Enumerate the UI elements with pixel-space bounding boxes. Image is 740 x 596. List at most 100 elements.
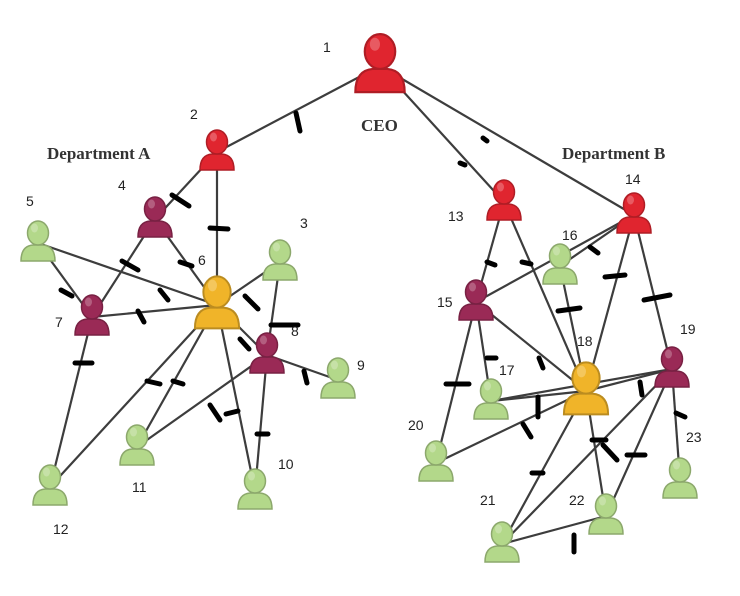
edge-cut-mark-37 — [673, 410, 688, 420]
person-highlight — [273, 242, 280, 252]
node-number-17: 17 — [499, 362, 515, 378]
edge-cut-mark-3 — [207, 225, 231, 232]
node-number-11: 11 — [132, 479, 147, 495]
edge-19-21 — [501, 368, 673, 545]
person-head-icon — [202, 275, 232, 309]
edge-cut-mark-21 — [484, 259, 498, 268]
edge-cut-mark-8 — [157, 287, 171, 303]
person-highlight — [260, 335, 267, 345]
edge-cut-mark-25 — [641, 292, 673, 303]
person-node-22[interactable] — [588, 493, 624, 535]
node-number-9: 9 — [357, 357, 365, 373]
person-highlight — [248, 471, 255, 481]
person-highlight — [130, 427, 137, 437]
person-highlight — [627, 195, 634, 205]
person-node-12[interactable] — [32, 464, 68, 506]
person-head-icon — [548, 243, 572, 269]
person-body-icon — [473, 402, 509, 420]
edge-cut-mark-20 — [480, 135, 490, 144]
person-node-10[interactable] — [237, 468, 273, 510]
person-node-5[interactable] — [20, 220, 56, 262]
person-head-icon — [125, 424, 149, 450]
person-node-19[interactable] — [654, 346, 690, 388]
person-body-icon — [199, 153, 235, 171]
node-number-18: 18 — [577, 333, 593, 349]
person-body-icon — [320, 381, 356, 399]
person-node-13[interactable] — [486, 179, 522, 221]
person-head-icon — [205, 129, 229, 155]
edge-8-11 — [136, 354, 268, 448]
person-highlight — [85, 297, 92, 307]
person-head-icon — [660, 346, 684, 372]
person-highlight — [31, 223, 38, 233]
edge-cut-mark-34 — [600, 442, 620, 463]
edge-cut-mark-5 — [177, 259, 195, 269]
edge-cut-mark-12 — [237, 336, 252, 352]
edge-mark-layer — [58, 110, 688, 555]
edge-cut-mark-24 — [602, 272, 628, 280]
node-number-3: 3 — [300, 215, 308, 231]
person-node-23[interactable] — [662, 457, 698, 499]
person-node-17[interactable] — [473, 378, 509, 420]
person-head-icon — [594, 493, 618, 519]
edge-6-10 — [215, 304, 257, 492]
node-number-23: 23 — [686, 429, 702, 445]
person-node-1[interactable] — [354, 33, 406, 94]
person-head-icon — [143, 196, 167, 222]
person-highlight — [207, 279, 217, 292]
person-body-icon — [562, 392, 610, 416]
person-node-21[interactable] — [484, 521, 520, 563]
edge-cut-mark-14 — [170, 378, 186, 387]
edge-cut-mark-13 — [144, 378, 163, 387]
person-head-icon — [492, 179, 516, 205]
node-number-7: 7 — [55, 314, 63, 330]
edge-cut-mark-29 — [536, 355, 546, 371]
department-a-label: Department A — [47, 144, 151, 163]
person-node-18[interactable] — [562, 361, 610, 416]
person-node-15[interactable] — [458, 279, 494, 321]
person-node-4[interactable] — [137, 196, 173, 238]
person-head-icon — [38, 464, 62, 490]
person-head-icon — [255, 332, 279, 358]
edge-18-21 — [501, 390, 587, 545]
edge-cut-mark-6 — [58, 287, 75, 299]
edge-1-2 — [216, 65, 381, 153]
person-body-icon — [418, 464, 454, 482]
person-body-icon — [542, 267, 578, 285]
edge-19-22 — [604, 368, 674, 517]
edge-layer — [37, 65, 682, 546]
edge-cut-mark-4 — [119, 258, 141, 273]
person-body-icon — [588, 517, 624, 535]
person-node-6[interactable] — [193, 275, 241, 330]
edge-7-6 — [91, 303, 218, 319]
person-body-icon — [193, 306, 241, 330]
edge-cut-mark-31 — [520, 421, 534, 440]
edge-14-19 — [632, 214, 674, 370]
edge-13-18 — [502, 201, 588, 392]
person-node-2[interactable] — [199, 129, 235, 171]
person-body-icon — [458, 303, 494, 321]
person-body-icon — [74, 318, 110, 336]
person-node-14[interactable] — [616, 192, 652, 234]
person-head-icon — [464, 279, 488, 305]
person-node-3[interactable] — [262, 239, 298, 281]
node-number-2: 2 — [190, 106, 198, 122]
edge-cut-mark-23 — [587, 244, 601, 256]
person-node-20[interactable] — [418, 440, 454, 482]
node-number-15: 15 — [437, 294, 453, 310]
person-node-11[interactable] — [119, 424, 155, 466]
edge-6-12 — [49, 304, 218, 488]
person-node-7[interactable] — [74, 294, 110, 336]
edge-15-18 — [475, 301, 587, 392]
person-node-8[interactable] — [249, 332, 285, 374]
person-node-9[interactable] — [320, 357, 356, 399]
person-head-icon — [326, 357, 350, 383]
person-node-16[interactable] — [542, 243, 578, 285]
edge-cut-mark-18 — [301, 368, 310, 386]
person-body-icon — [486, 203, 522, 221]
edge-1-14 — [379, 65, 635, 216]
node-number-5: 5 — [26, 193, 34, 209]
node-layer — [20, 33, 698, 563]
